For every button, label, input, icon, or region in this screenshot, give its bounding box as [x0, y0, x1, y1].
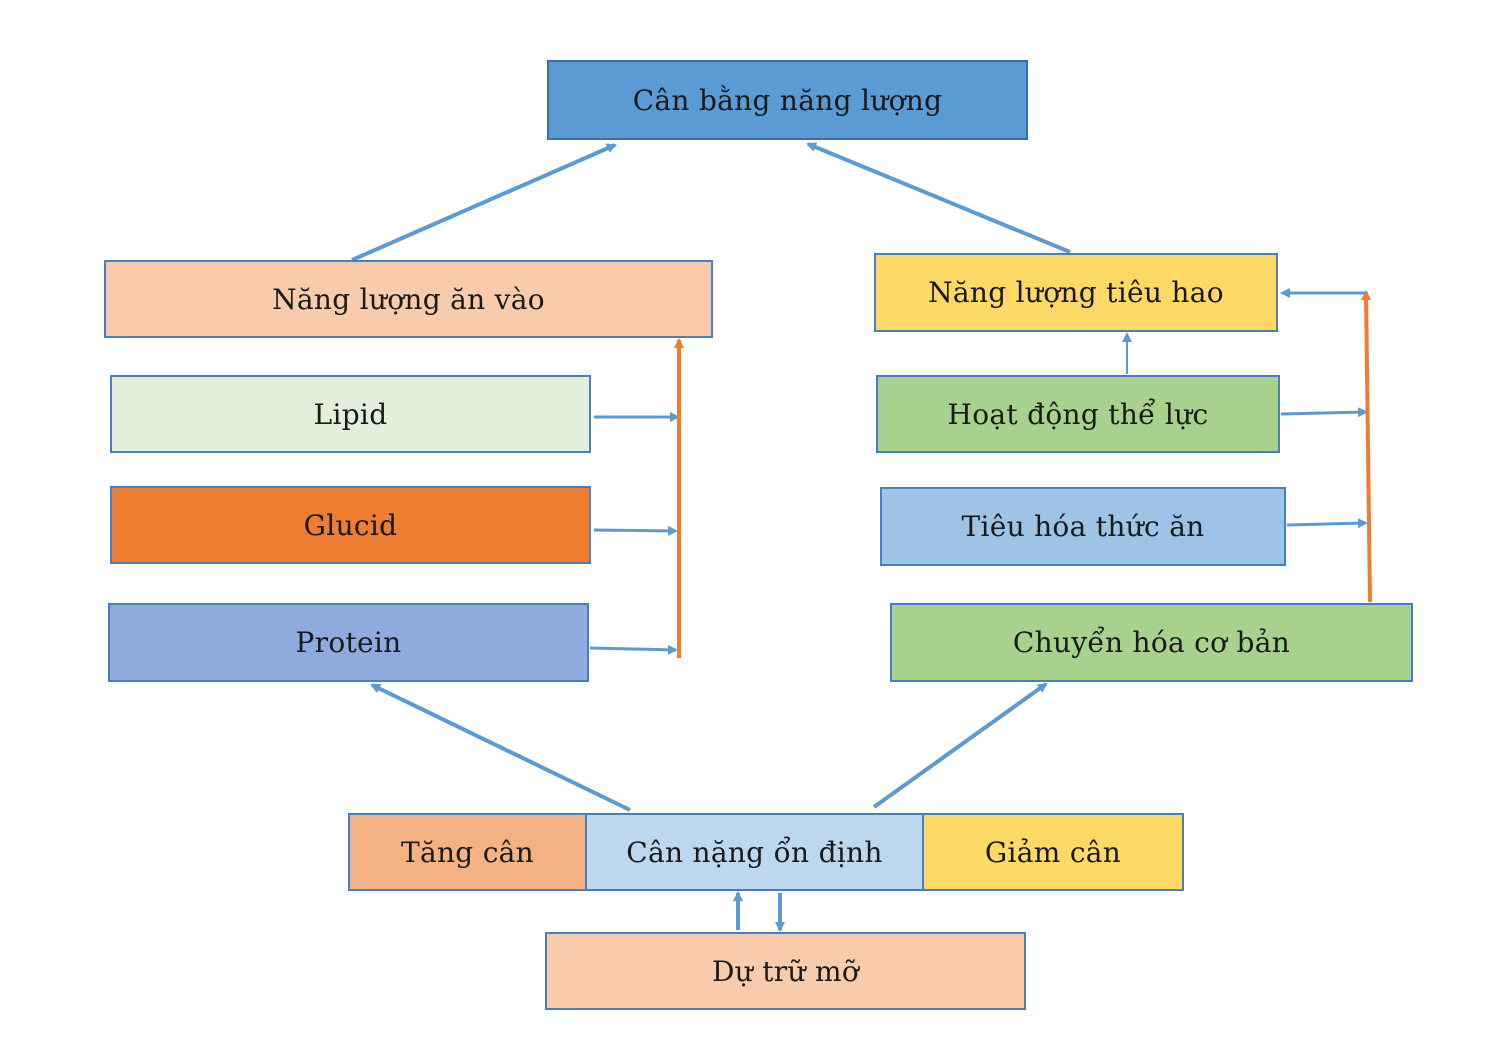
stable-weight-node: Cân nặng ổn định [585, 813, 924, 891]
energy-intake-node: Năng lượng ăn vào [104, 260, 713, 338]
weight-loss-node: Giảm cân [922, 813, 1184, 891]
arrow-expenditure-to-balance [806, 142, 1071, 254]
lipid-node: Lipid [110, 375, 591, 453]
arrow-protein [589, 644, 678, 655]
food-digestion-node: Tiêu hóa thức ăn [880, 487, 1286, 566]
arrow-orange-right [1361, 290, 1372, 603]
arrow-stable-to-protein [370, 683, 631, 812]
arrow-digestion [1286, 518, 1368, 529]
weight-gain-node: Tăng cân [348, 813, 587, 891]
energy-expenditure-node: Năng lượng tiêu hao [874, 253, 1278, 332]
arrow-stable-to-basal [872, 682, 1048, 809]
arrow-activity [1280, 407, 1368, 418]
glucid-node: Glucid [110, 486, 591, 564]
fat-reserve-node: Dự trữ mỡ [545, 932, 1026, 1010]
basal-metabolism-node: Chuyển hóa cơ bản [890, 603, 1413, 682]
physical-activity-node: Hoạt động thể lực [876, 375, 1280, 453]
protein-node: Protein [108, 603, 589, 682]
arrow-intake-to-balance [351, 143, 617, 262]
arrow-glucid [593, 525, 678, 536]
energy-balance-node: Cân bằng năng lượng [547, 60, 1028, 140]
